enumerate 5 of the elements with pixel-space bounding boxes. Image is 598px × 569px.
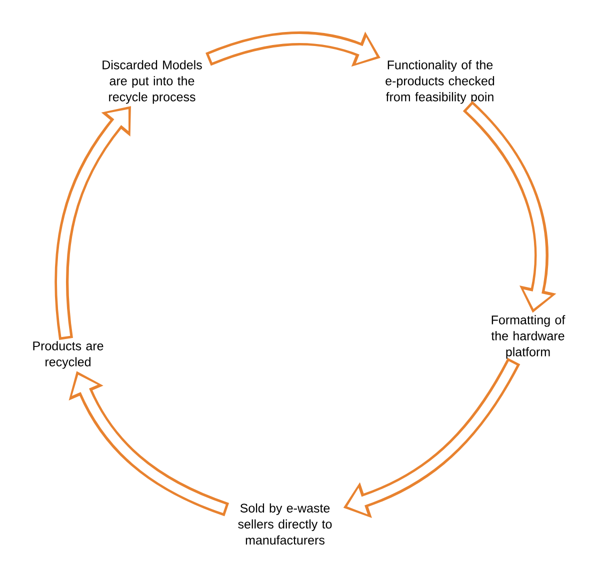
step-text: Sold by e-waste sellers directly to manufacturers <box>238 503 332 545</box>
step-text: Functionality of the e-products checked from feasibility poin <box>386 60 494 104</box>
step-text: Products are recycled <box>33 341 104 369</box>
step-text: Discarded Models are put into the recycle process <box>102 60 202 104</box>
step-text: Formatting of the hardware platform <box>491 315 566 359</box>
